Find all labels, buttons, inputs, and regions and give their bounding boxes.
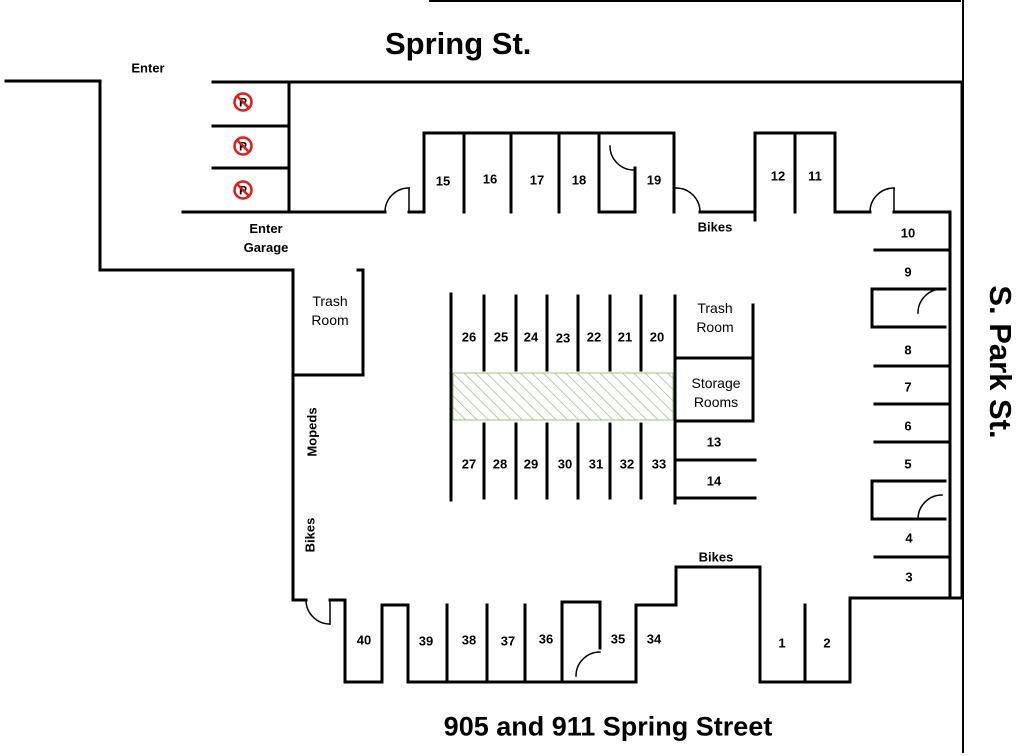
park-street-label: S. Park St. (983, 285, 1018, 439)
space-11: 11 (808, 168, 822, 184)
door-swing (384, 187, 410, 213)
space-12: 12 (770, 168, 786, 184)
no-parking-icon: P (233, 136, 253, 156)
space-40: 40 (356, 632, 372, 648)
driveway-wall (4, 79, 295, 380)
enter-label: Enter (131, 60, 165, 76)
space-30: 30 (557, 456, 573, 472)
trash-room-left-line1: Trash (312, 293, 348, 309)
address-label: 905 and 911 Spring Street (443, 711, 773, 742)
trash-room-left (291, 268, 365, 377)
space-31: 31 (588, 456, 604, 472)
space-10: 10 (900, 225, 916, 241)
space-23: 23 (555, 330, 571, 346)
trash-room-center-line2: Room (696, 319, 734, 335)
space-5: 5 (904, 456, 912, 472)
door-swing (305, 599, 331, 625)
space-28: 28 (492, 456, 508, 472)
space-17: 17 (529, 172, 545, 188)
bikes-left-label: Bikes (302, 517, 318, 553)
space-16: 16 (482, 171, 498, 187)
door-swing (917, 494, 943, 520)
door-swing (869, 187, 895, 213)
door-swing (675, 187, 701, 213)
enter-garage-line2: Garage (243, 240, 289, 255)
enter-garage-line1: Enter (249, 221, 283, 236)
building-outer-wall (287, 80, 964, 600)
space-20: 20 (649, 329, 665, 345)
space-3: 3 (905, 569, 913, 585)
storage-rooms-wall (673, 356, 755, 423)
door-swing (609, 145, 635, 171)
space-24: 24 (523, 329, 539, 345)
space-32: 32 (619, 456, 635, 472)
space-35: 35 (610, 631, 626, 647)
space-4: 4 (905, 530, 913, 546)
space-39: 39 (418, 633, 434, 649)
space-36: 36 (538, 631, 554, 647)
space-1: 1 (778, 635, 786, 651)
bikes-top-label: Bikes (697, 219, 733, 235)
trash-room-center-line1: Trash (697, 300, 733, 316)
storage-rooms-line2: Rooms (693, 394, 739, 410)
space-29: 29 (523, 456, 539, 472)
space-33: 33 (651, 456, 667, 472)
storage-rooms-label: Storage Rooms (691, 374, 740, 412)
stall-divider (597, 131, 637, 214)
space-21: 21 (617, 329, 633, 345)
spring-street-label: Spring St. (385, 26, 532, 61)
space-6: 6 (904, 418, 912, 434)
space-26: 26 (461, 329, 477, 345)
trash-room-center-label: Trash Room (696, 299, 733, 337)
mopeds-label: Mopeds (304, 407, 320, 457)
space-9: 9 (904, 264, 912, 280)
space-37: 37 (500, 633, 516, 649)
trash-room-left-line2: Room (311, 312, 349, 328)
space-7: 7 (904, 379, 912, 395)
no-parking-icon: P (233, 92, 253, 112)
space-27: 27 (461, 456, 477, 472)
space-2: 2 (823, 635, 831, 651)
space-25: 25 (493, 329, 509, 345)
space-34: 34 (646, 631, 662, 647)
stall-bay-south (380, 565, 678, 684)
space-22: 22 (586, 329, 602, 345)
space-15: 15 (435, 173, 451, 189)
enter-garage-label: Enter Garage (244, 219, 289, 257)
door-swing (575, 651, 601, 677)
space-18: 18 (571, 172, 587, 188)
space-19: 19 (646, 172, 662, 188)
space-13: 13 (706, 434, 722, 450)
east-closet (870, 479, 947, 521)
door-swing (917, 288, 943, 314)
east-closet (870, 287, 947, 329)
stall-divider (560, 600, 602, 684)
trash-room-left-label: Trash Room (311, 292, 348, 330)
bikes-bottom-label: Bikes (698, 549, 734, 565)
space-38: 38 (461, 632, 477, 648)
no-parking-icon: P (233, 180, 253, 200)
space-8: 8 (904, 342, 912, 358)
stall-bay-40 (328, 598, 384, 684)
storage-rooms-line1: Storage (691, 375, 741, 391)
space-14: 14 (706, 473, 722, 489)
hatched-median (452, 372, 674, 421)
stall-bay-north (407, 131, 676, 214)
garage-east-wall (892, 210, 952, 600)
garage-west-wall (291, 376, 308, 602)
